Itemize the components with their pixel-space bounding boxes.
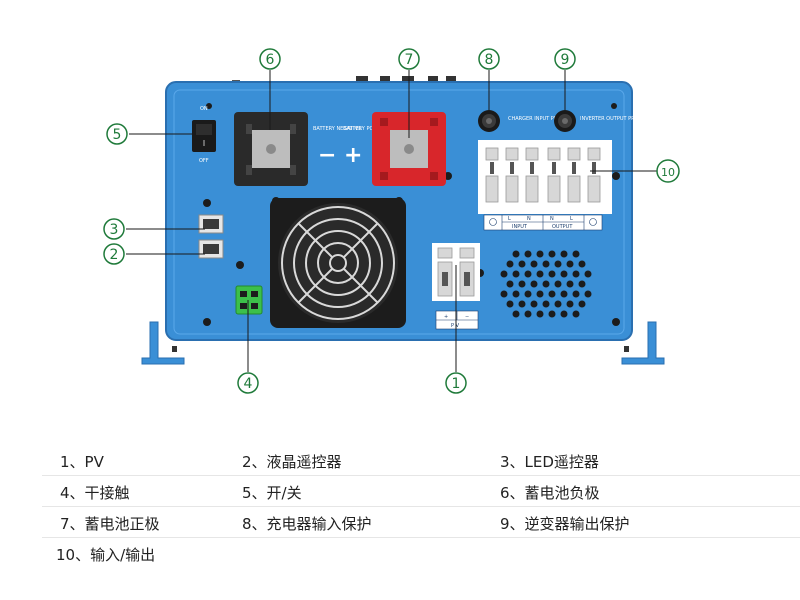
legend-item-battery-negative: 6、蓄电池负极 [500,484,600,502]
terminal-letter-1: L [508,216,511,222]
legend-row-3: 7、蓄电池正极 8、充电器输入保护 9、逆变器输出保护 [42,507,800,538]
callout-5-number: 5 [113,127,122,143]
plus-sign: + [344,143,362,168]
vent-grille [500,250,592,318]
terminal-letter-4: L [570,216,573,222]
inverter-protect-label: INVERTER OUTPUT PROTECT [580,116,652,122]
battery-negative-label: BATTERY NEGATIVE [313,126,361,132]
legend-row-2: 4、干接触 5、开/关 6、蓄电池负极 [42,476,800,507]
callout-6-number: 6 [266,52,275,68]
legend-item-dry-contact: 4、干接触 [60,484,130,502]
legend-item-inverter-protect: 9、逆变器输出保护 [500,515,630,533]
pv-minus-label: − [465,314,469,320]
battery-positive-terminal [372,112,446,186]
callout-5: 5 [106,123,128,145]
minus-sign: − [318,143,336,168]
terminal-letter-2: N [527,216,531,222]
callout-9-number: 9 [561,52,570,68]
callout-4: 4 [237,372,259,394]
callout-10: 10 [656,159,680,183]
inverter-panel-diagram: ON OFF BATTERY NEGATIVE BATTERY POSITIV … [103,48,680,394]
mounting-feet [141,321,665,365]
io-label-strip: L N N L INPUT OUTPUT [483,214,603,231]
callout-3-number: 3 [110,222,119,238]
callout-8-number: 8 [485,52,494,68]
pv-label: P V [451,323,460,329]
cooling-fan [270,198,406,328]
legend-item-pv: 1、PV [60,453,104,471]
legend-item-charger-protect: 8、充电器输入保护 [242,515,372,533]
charger-protect-label: CHARGER INPUT PROTECT [508,116,575,122]
callout-2-number: 2 [110,247,119,263]
callout-leader-lines [126,70,657,372]
switch-off-label: OFF [199,158,209,164]
pv-plus-label: + [444,314,448,320]
battery-positive-label: BATTERY POSITIV [343,126,387,132]
legend-item-battery-positive: 7、蓄电池正极 [60,515,160,533]
charger-input-protect-breaker[interactable] [478,110,500,132]
pv-label-plate: + − P V [435,310,479,330]
callout-7: 7 [398,48,420,70]
legend-item-on-off: 5、开/关 [242,484,302,502]
callout-3: 3 [103,218,125,240]
input-label: INPUT [512,224,528,230]
callout-1-number: 1 [452,376,461,392]
inverter-output-protect-breaker[interactable] [554,110,576,132]
legend-item-led-remote: 3、LED遥控器 [500,453,599,471]
terminal-letter-3: N [550,216,554,222]
callout-6: 6 [259,48,281,70]
lcd-remote-port[interactable] [198,239,224,259]
legend-row-1: 1、PV 2、液晶遥控器 3、LED遥控器 [42,445,800,476]
switch-on-label: ON [200,106,208,112]
io-terminal-block [478,140,612,214]
output-label: OUTPUT [552,224,573,230]
callout-4-number: 4 [244,376,253,392]
callout-7-number: 7 [405,52,414,68]
callout-10-number: 10 [661,166,675,179]
legend-item-lcd-remote: 2、液晶遥控器 [242,453,342,471]
dry-contact-connector[interactable] [235,285,263,315]
callout-1: 1 [445,372,467,394]
battery-negative-terminal [234,112,308,186]
callout-2: 2 [103,243,125,265]
callout-9: 9 [554,48,576,70]
power-switch[interactable]: ON OFF [192,106,216,164]
led-remote-port[interactable] [198,214,224,234]
legend-item-input-output: 10、输入/输出 [56,546,156,564]
legend-row-4: 10、输入/输出 [42,538,800,568]
callout-8: 8 [478,48,500,70]
